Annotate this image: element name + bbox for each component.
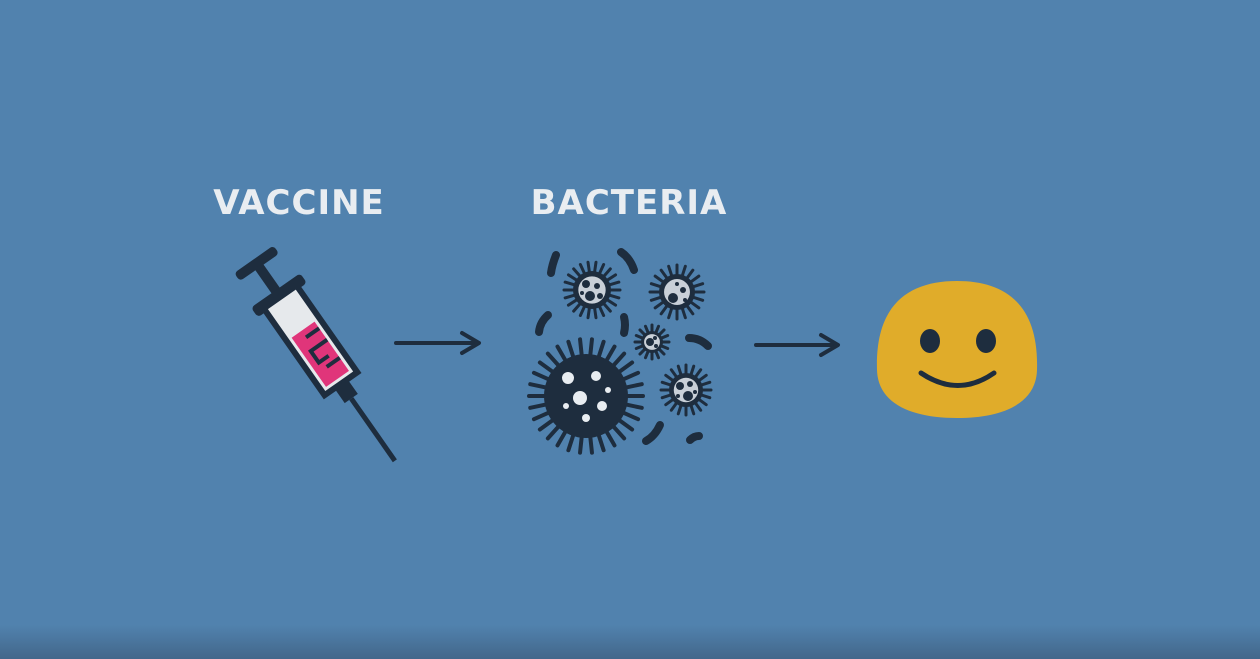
virus-particle bbox=[659, 363, 713, 417]
bottom-shade bbox=[0, 625, 1260, 659]
syringe-icon bbox=[235, 247, 397, 463]
bacteria-cluster-icon bbox=[527, 248, 713, 455]
arrow-right-icon bbox=[754, 333, 840, 357]
label-vaccine: VACCINE bbox=[213, 183, 385, 223]
virus-particle bbox=[633, 323, 671, 361]
virus-particle bbox=[562, 260, 622, 320]
smiley-face-icon bbox=[876, 281, 1038, 418]
virus-particle bbox=[527, 337, 645, 455]
arrow-right-icon bbox=[394, 331, 481, 355]
virus-particle bbox=[648, 263, 706, 321]
label-bacteria: BACTERIA bbox=[531, 183, 728, 223]
